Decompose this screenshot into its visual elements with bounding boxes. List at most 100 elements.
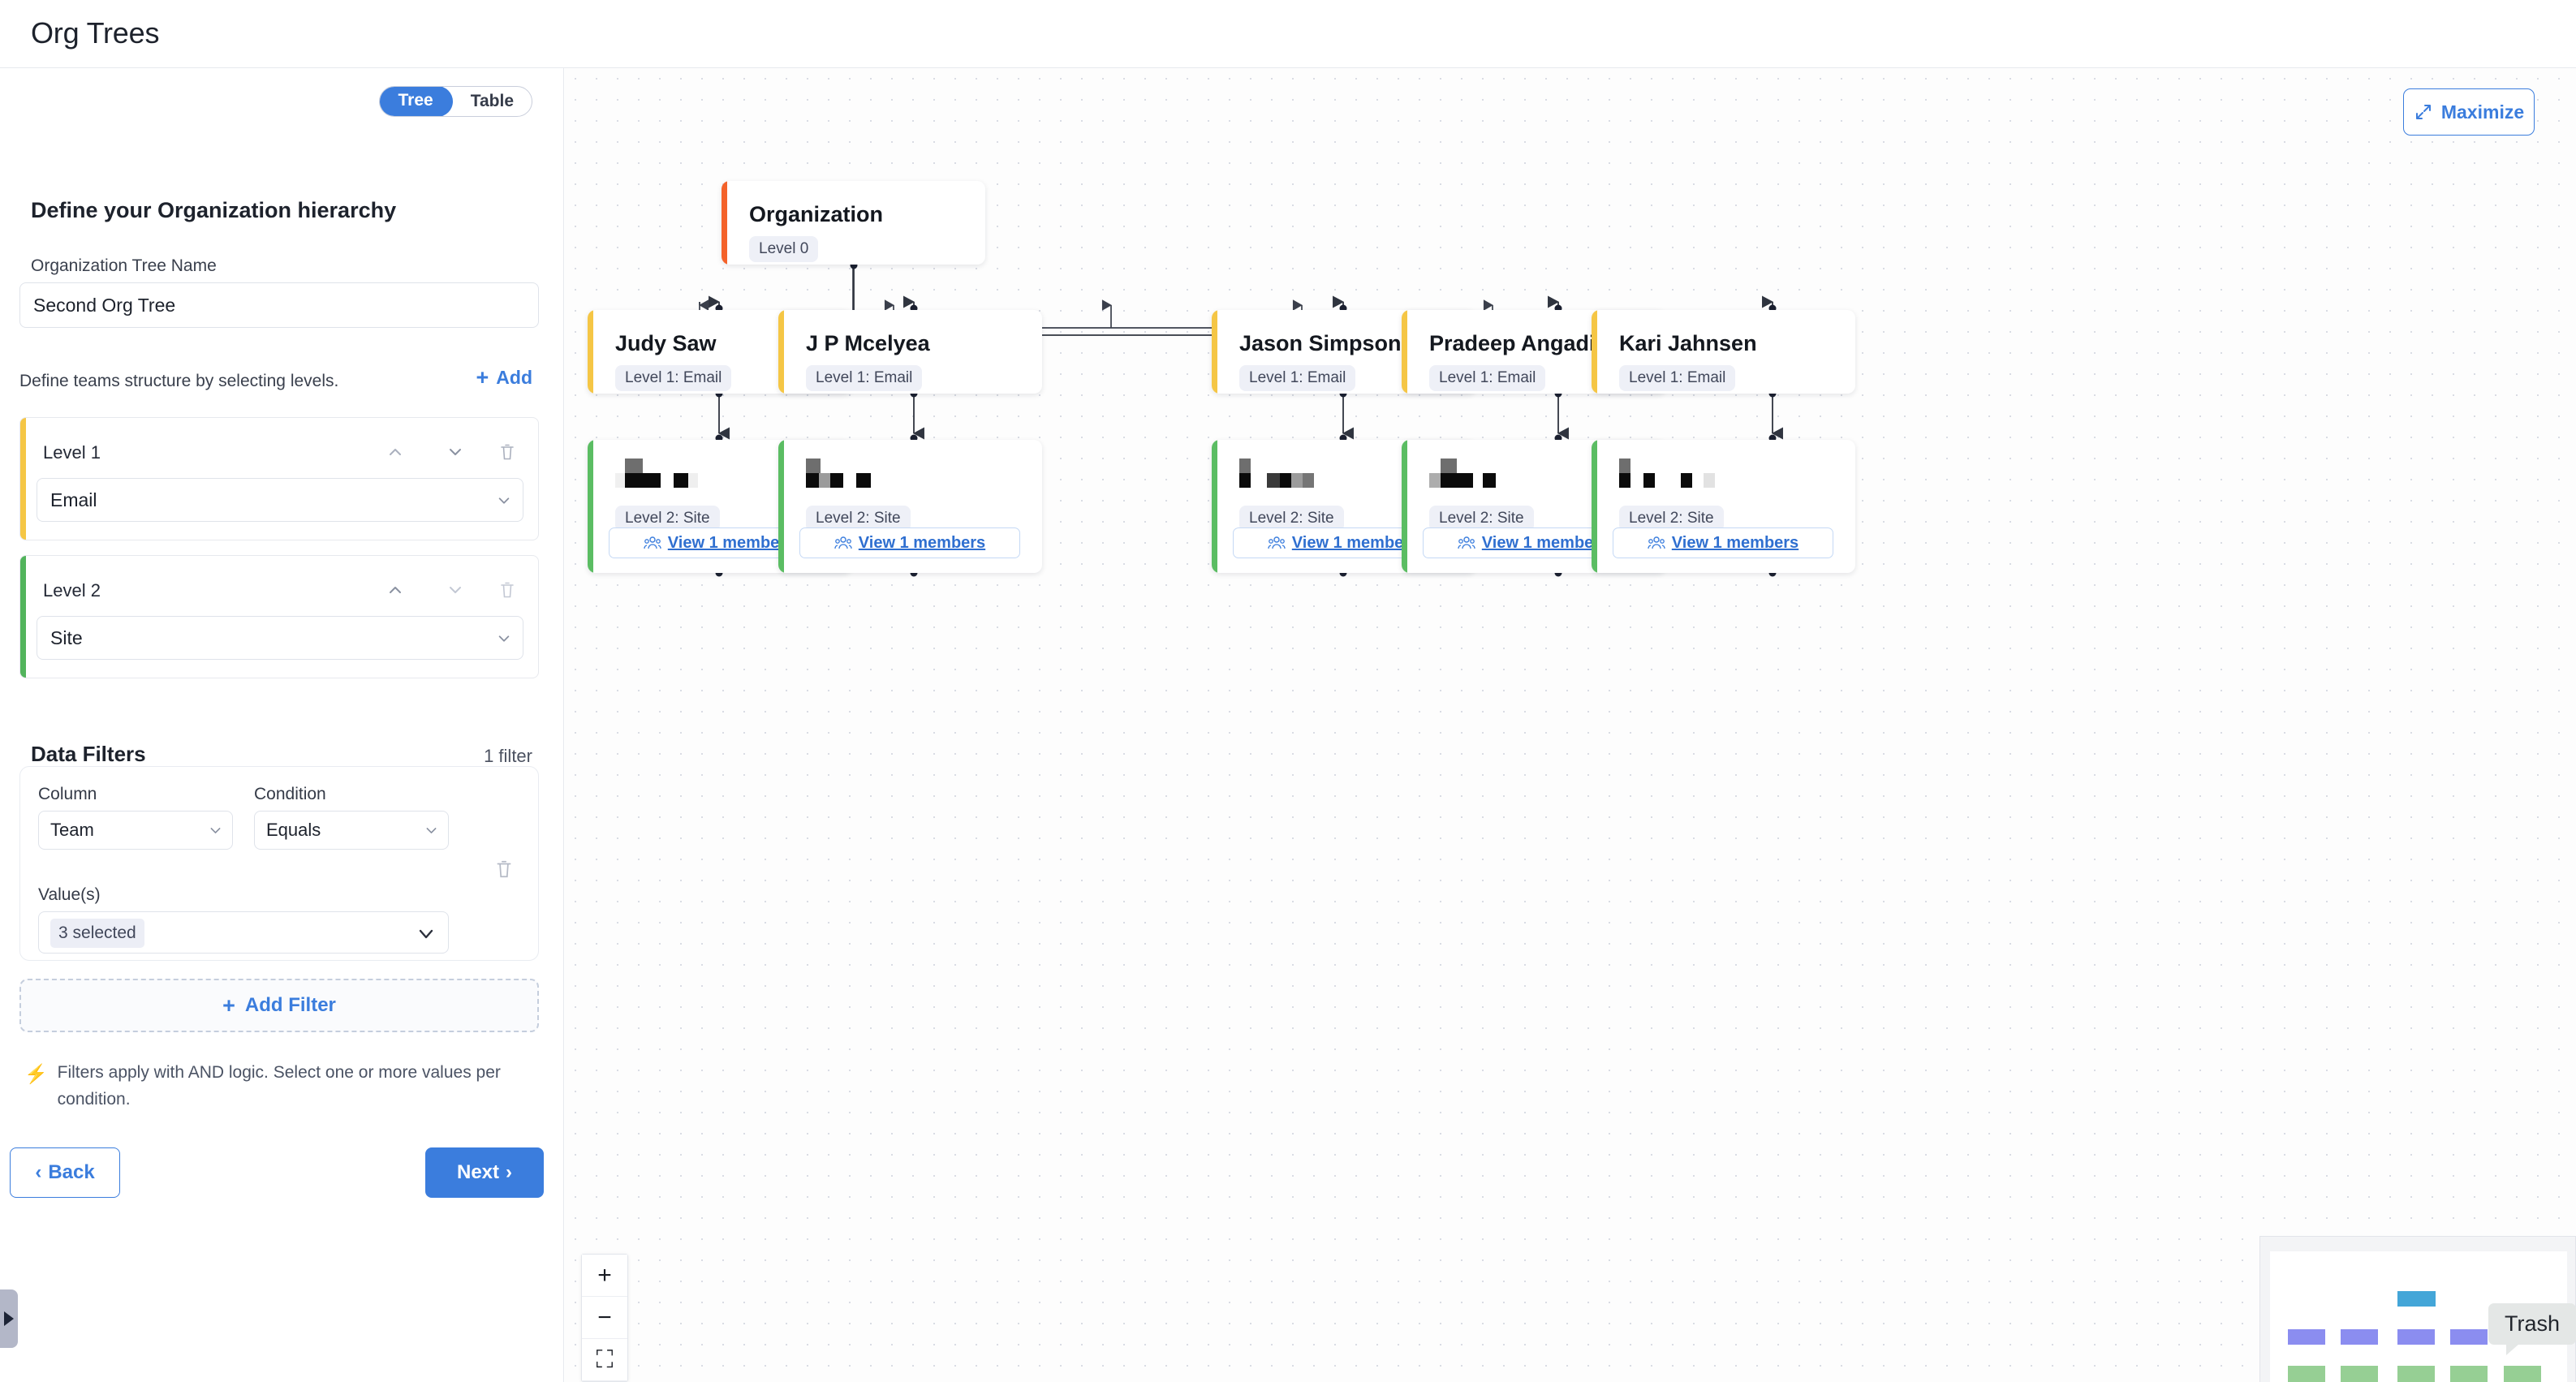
tab-tree[interactable]: Tree: [379, 87, 453, 116]
top-bar: Org Trees: [0, 0, 2576, 68]
minimap-node-root: [2397, 1291, 2436, 1307]
node-stripe: [1592, 440, 1597, 573]
trash-icon: [501, 444, 514, 460]
level-title: Level 2: [43, 580, 101, 601]
trash-tooltip: Trash: [2488, 1303, 2576, 1355]
view-members-label: View 1 members: [1481, 533, 1609, 552]
move-level-down-button[interactable]: [441, 577, 470, 603]
node-stripe: [722, 181, 727, 265]
minimap-node-level1: [2397, 1329, 2435, 1345]
node-level-badge: Level 2: Site: [1239, 506, 1344, 532]
node-stripe: [1402, 440, 1407, 573]
bolt-icon: ⚡: [24, 1063, 48, 1084]
filters-count: 1 filter: [484, 746, 532, 766]
back-button[interactable]: ‹ Back: [10, 1147, 120, 1198]
expand-arrows-icon: [2415, 105, 2431, 119]
chevron-down-icon: [419, 929, 433, 939]
filter-column-value: Team: [50, 820, 94, 840]
plus-icon: +: [476, 365, 489, 390]
chevron-up-icon: [390, 449, 401, 455]
triangle-right-icon: [4, 1311, 14, 1326]
view-members-button[interactable]: View 1 members: [1613, 527, 1833, 558]
chevron-down-icon: [498, 635, 510, 642]
fit-view-button[interactable]: ⛶: [582, 1339, 627, 1381]
level-field-value: Site: [50, 627, 83, 648]
delete-level-button[interactable]: [493, 439, 522, 465]
add-filter-label: Add Filter: [244, 994, 336, 1016]
level-field-value: Email: [50, 489, 97, 510]
minimap-node-level2: [2450, 1366, 2488, 1382]
chevron-left-icon: ‹: [35, 1161, 42, 1183]
next-label: Next: [456, 1161, 500, 1183]
org-node-level2[interactable]: Level 2: Site View 1 members: [1592, 440, 1855, 573]
level-field-select-1[interactable]: Email: [37, 478, 523, 522]
node-stripe: [1402, 310, 1407, 394]
level-card-2[interactable]: Level 2 Site: [19, 555, 539, 678]
add-level-button[interactable]: + Add: [476, 367, 533, 389]
minimap-node-level1: [2288, 1329, 2325, 1345]
org-node-level1[interactable]: Pradeep Angadi Level 1: Email: [1402, 310, 1665, 394]
delete-filter-button[interactable]: [489, 855, 519, 884]
view-mode-toggle[interactable]: Tree Table: [378, 86, 532, 117]
minimap[interactable]: [2259, 1236, 2576, 1382]
filter-row: Column Team Condition Equals Value(s) 3 …: [19, 766, 539, 961]
chevron-right-icon: ›: [506, 1161, 513, 1183]
chevron-down-icon: [450, 449, 461, 455]
zoom-controls[interactable]: + − ⛶: [581, 1254, 628, 1382]
node-level-badge: Level 1: Email: [1619, 365, 1736, 391]
move-level-up-button[interactable]: [381, 439, 410, 465]
people-icon: [1648, 536, 1665, 549]
org-node-level1[interactable]: J P Mcelyea Level 1: Email: [778, 310, 1042, 394]
node-title: Kari Jahnsen: [1619, 331, 1757, 355]
org-node-root[interactable]: Organization Level 0: [722, 181, 985, 265]
view-members-label: View 1 members: [667, 533, 795, 552]
filter-condition-select[interactable]: Equals: [254, 811, 449, 850]
chevron-down-icon: [498, 497, 510, 504]
move-level-down-button[interactable]: [441, 439, 470, 465]
zoom-in-button[interactable]: +: [582, 1255, 627, 1297]
org-tree-canvas[interactable]: Maximize: [565, 68, 2576, 1382]
org-node-level2[interactable]: Level 2: Site View 1 members: [778, 440, 1042, 573]
view-members-label: View 1 members: [1671, 533, 1799, 552]
minimap-node-level2: [2341, 1366, 2378, 1382]
tree-name-input[interactable]: [19, 282, 539, 328]
chevron-up-icon: [390, 587, 401, 593]
node-level-badge: Level 1: Email: [1239, 365, 1356, 391]
sidebar-collapse-handle[interactable]: [0, 1289, 18, 1348]
tab-table[interactable]: Table: [470, 92, 514, 110]
org-node-level1[interactable]: Kari Jahnsen Level 1: Email: [1592, 310, 1855, 394]
add-filter-button[interactable]: + Add Filter: [19, 979, 539, 1032]
zoom-out-button[interactable]: −: [582, 1297, 627, 1339]
selected-count-chip: 3 selected: [50, 919, 144, 948]
view-members-label: View 1 members: [858, 533, 986, 552]
node-level-badge: Level 2: Site: [1429, 506, 1534, 532]
data-filters-heading: Data Filters: [31, 742, 146, 766]
chevron-down-icon: [210, 828, 221, 833]
delete-level-button[interactable]: [493, 577, 522, 603]
next-button[interactable]: Next ›: [425, 1147, 544, 1198]
node-stripe: [1212, 310, 1217, 394]
chevron-down-icon: [450, 587, 461, 593]
node-level-badge: Level 2: Site: [1619, 506, 1724, 532]
node-level-badge: Level 1: Email: [615, 365, 732, 391]
minimap-node-level1: [2341, 1329, 2378, 1345]
view-members-button[interactable]: View 1 members: [799, 527, 1020, 558]
tree-edges-detail: [709, 261, 1783, 577]
move-level-up-button[interactable]: [381, 577, 410, 603]
filters-note-text: Filters apply with AND logic. Select one…: [57, 1063, 501, 1109]
chevron-down-icon: [426, 828, 437, 833]
people-icon: [1458, 536, 1475, 549]
condition-label: Condition: [254, 785, 326, 803]
tree-name-label: Organization Tree Name: [31, 256, 217, 275]
node-title: Pradeep Angadi: [1429, 331, 1596, 355]
filter-values-select[interactable]: 3 selected: [38, 911, 449, 954]
maximize-button[interactable]: Maximize: [2403, 88, 2535, 136]
node-title: Organization: [749, 202, 884, 226]
level-field-select-2[interactable]: Site: [37, 616, 523, 660]
maximize-label: Maximize: [2440, 101, 2525, 123]
level-card-1[interactable]: Level 1 Email: [19, 417, 539, 540]
page-title: Org Trees: [31, 16, 160, 50]
node-stripe: [588, 310, 593, 394]
column-label: Column: [38, 785, 97, 803]
filter-column-select[interactable]: Team: [38, 811, 233, 850]
